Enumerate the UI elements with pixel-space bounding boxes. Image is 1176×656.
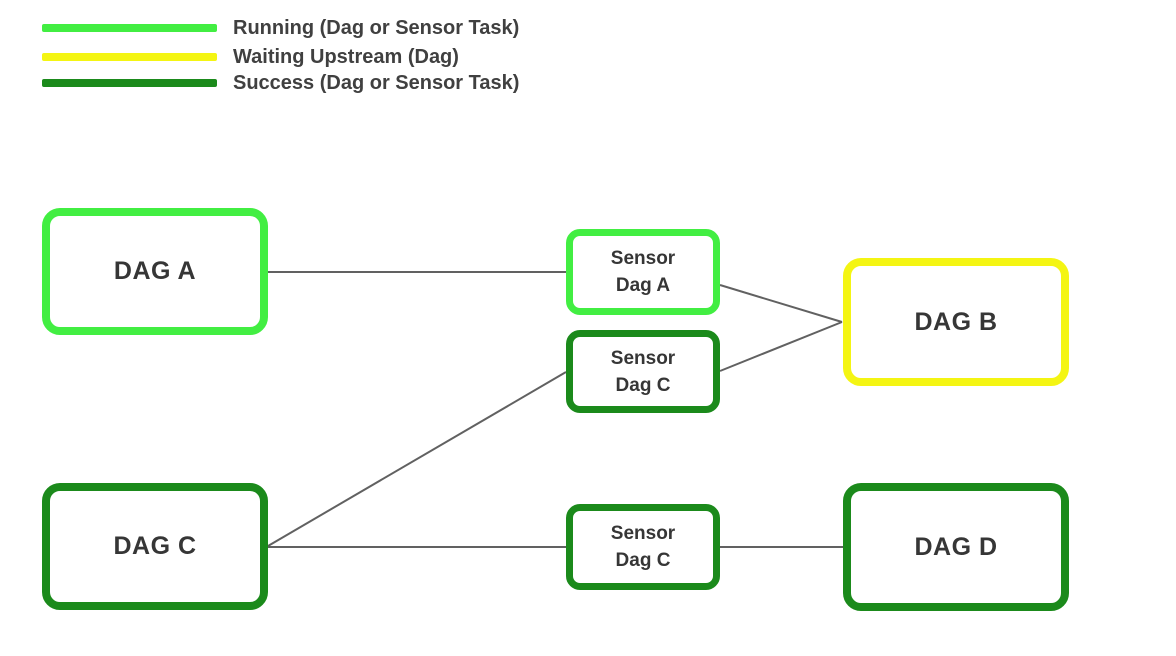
legend-label-waiting-upstream: Waiting Upstream (Dag) (233, 45, 459, 68)
node-sensor-dag-a-label-line1: Sensor (610, 248, 676, 269)
waiting-upstream-color-swatch (42, 53, 217, 61)
node-dag-b-label: DAG B (914, 307, 998, 336)
legend-label-running: Running (Dag or Sensor Task) (233, 16, 520, 39)
node-dag-d: DAG D (843, 483, 1069, 611)
edge-sensor-dag-c-upper-to-dag-b (719, 321, 843, 372)
node-sensor-dag-a: Sensor Dag A (566, 229, 720, 315)
node-sensor-dag-c-lower-label-line2: Dag C (615, 550, 671, 571)
legend-row-running: Running (Dag or Sensor Task) (42, 16, 519, 40)
node-dag-c-label: DAG C (113, 532, 197, 560)
node-sensor-dag-c-upper-label-line1: Sensor (610, 347, 676, 369)
node-dag-c: DAG C (42, 483, 268, 610)
node-sensor-dag-c-lower-label-line1: Sensor (610, 523, 676, 544)
node-sensor-dag-c-lower: Sensor Dag C (566, 504, 720, 590)
legend-row-success: Success (Dag or Sensor Task) (42, 71, 519, 95)
legend-label-success: Success (Dag or Sensor Task) (233, 71, 520, 94)
success-color-swatch (42, 79, 217, 87)
node-sensor-dag-c-upper-label-line2: Dag C (615, 374, 671, 396)
running-color-swatch (42, 24, 217, 32)
edge-sensor-dag-a-to-dag-b (719, 284, 843, 323)
node-sensor-dag-c-upper: Sensor Dag C (566, 330, 720, 413)
node-dag-a-label: DAG A (113, 257, 197, 285)
legend-row-waiting-upstream: Waiting Upstream (Dag) (42, 45, 459, 69)
node-dag-b: DAG B (843, 258, 1069, 386)
edge-dag-c-to-sensor-dag-c-upper (267, 371, 567, 547)
node-sensor-dag-a-label-line2: Dag A (615, 275, 671, 296)
node-dag-a: DAG A (42, 208, 268, 335)
node-dag-d-label: DAG D (914, 532, 998, 561)
